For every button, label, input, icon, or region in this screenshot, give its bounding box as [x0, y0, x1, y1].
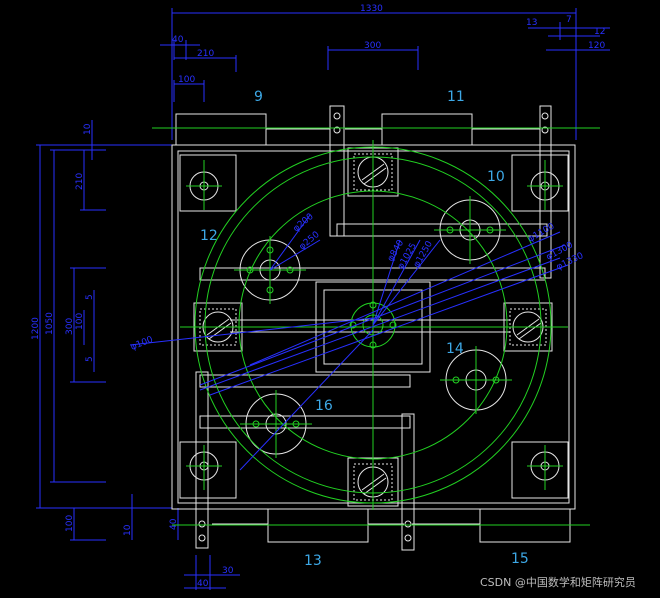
dim-1050: 1050 — [45, 312, 55, 335]
dim-210-left: 210 — [75, 173, 85, 190]
part-label-11: 11 — [447, 89, 465, 105]
dim-phi1100: φ1100 — [527, 221, 557, 244]
dim-300: 300 — [364, 41, 381, 51]
part-label-10: 10 — [487, 169, 505, 185]
dim-100-left: 100 — [75, 313, 85, 330]
dim-5-b: 5 — [85, 356, 95, 362]
dim-210: 210 — [197, 49, 214, 59]
part-label-9: 9 — [254, 89, 263, 105]
dim-10-bottom: 10 — [123, 524, 133, 536]
bottom-dimensions: 30 40 — [184, 555, 240, 590]
dim-100-bottom-left: 100 — [65, 515, 75, 532]
centerlines-and-circles — [152, 127, 600, 526]
dim-40-bottom-v: 40 — [169, 518, 179, 530]
dim-10-left: 10 — [83, 123, 93, 135]
part-labels: 9 11 10 12 14 16 13 15 — [200, 89, 529, 569]
dim-5-a: 5 — [85, 294, 95, 300]
dim-13: 13 — [526, 18, 537, 28]
dim-120: 120 — [588, 41, 605, 51]
dim-7: 7 — [566, 15, 572, 25]
dim-40-bottom: 40 — [197, 579, 209, 589]
part-label-13: 13 — [304, 553, 322, 569]
part-label-14: 14 — [446, 341, 464, 357]
part-label-16: 16 — [315, 398, 333, 414]
dim-phi200: φ200 — [292, 212, 316, 235]
dim-40-top: 40 — [172, 35, 184, 45]
dim-phi1250: φ1250 — [412, 239, 435, 269]
left-dimensions: 1200 1050 10 210 300 100 5 5 100 10 40 — [31, 120, 179, 541]
dim-100-top: 100 — [178, 75, 195, 85]
dim-overall-width: 1330 — [360, 4, 383, 14]
part-label-15: 15 — [511, 551, 529, 567]
dim-phi100: φ100 — [129, 335, 154, 353]
watermark: CSDN @中国数学和矩阵研究员 — [480, 575, 636, 589]
part-label-12: 12 — [200, 228, 218, 244]
dim-30-bottom: 30 — [222, 566, 234, 576]
top-dimensions: 1330 40 210 100 300 13 7 12 120 — [160, 4, 610, 140]
dim-1200: 1200 — [31, 317, 41, 340]
dim-12: 12 — [594, 27, 605, 37]
dim-300-left: 300 — [65, 318, 75, 335]
